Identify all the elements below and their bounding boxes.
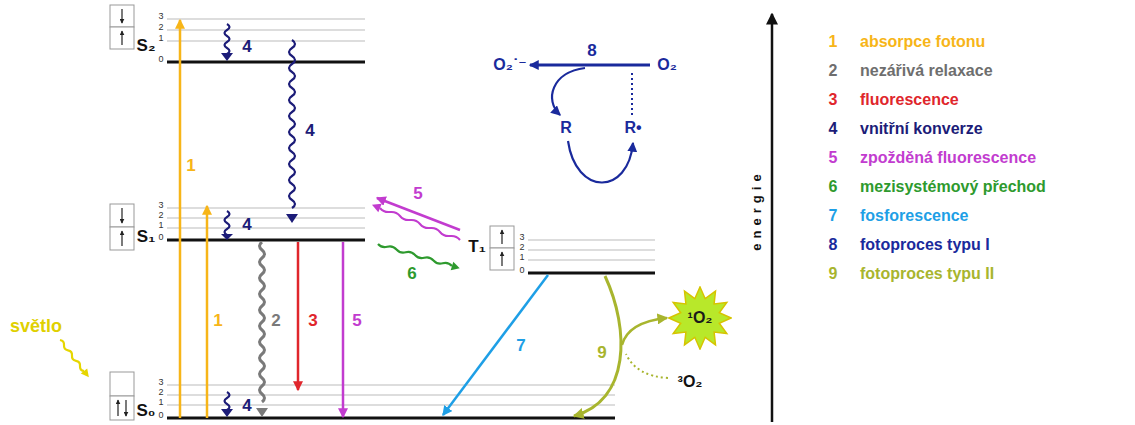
callout-number: 4 — [242, 397, 251, 414]
legend-number: 8 — [829, 236, 838, 253]
legend-swatch: 1 — [829, 34, 838, 50]
level-number: 2 — [158, 211, 163, 220]
legend-text: fluorescence — [860, 92, 959, 108]
level-number: 0 — [158, 233, 163, 242]
legend-swatch: 4 — [829, 121, 838, 137]
legend-swatch: 9 — [829, 266, 838, 282]
molecule-label: O₂˙⁻ — [493, 57, 526, 73]
callout-number: 4 — [242, 38, 251, 55]
legend-swatch: 5 — [829, 150, 838, 166]
legend-text: fotoproces typu II — [860, 266, 994, 282]
radical-label: R• — [624, 120, 641, 136]
level-number: 1 — [158, 34, 163, 43]
level-number: 3 — [519, 233, 524, 242]
callout-number: 3 — [308, 312, 317, 329]
level-number: 1 — [519, 253, 524, 262]
level-number: 0 — [158, 411, 163, 420]
legend-text: nezářivá relaxace — [860, 63, 993, 79]
state-label: S₁ — [137, 228, 155, 245]
level-number: 0 — [519, 266, 524, 275]
legend-swatch: 6 — [829, 179, 838, 195]
legend-text: fotoproces typu I — [860, 237, 990, 253]
level-number: 3 — [158, 12, 163, 21]
axis-label: energie — [750, 169, 763, 250]
callout-number: 6 — [407, 265, 416, 282]
legend-number: 7 — [829, 207, 838, 224]
legend-number: 6 — [829, 178, 838, 195]
callout-number: 5 — [352, 312, 361, 329]
callout-number: 1 — [186, 157, 195, 174]
level-number: 2 — [158, 23, 163, 32]
level-number: 2 — [519, 243, 524, 252]
level-number: 2 — [158, 388, 163, 397]
callout-number: 4 — [305, 122, 314, 139]
level-number: 0 — [158, 55, 163, 64]
level-number: 1 — [158, 221, 163, 230]
legend-swatch: 2 — [829, 63, 838, 79]
legend-number: 2 — [829, 62, 838, 79]
radical-label: R — [560, 120, 572, 136]
callout-number: 4 — [242, 216, 251, 233]
callout-number: 2 — [271, 312, 280, 329]
molecule-label: ¹O₂ — [688, 310, 713, 326]
legend-swatch: 3 — [829, 92, 838, 108]
callout-number: 7 — [516, 337, 525, 354]
callout-number: 5 — [413, 185, 422, 202]
state-label: S₂ — [137, 37, 156, 54]
molecule-label: ³O₂ — [678, 374, 703, 390]
legend-swatch: 7 — [829, 208, 838, 224]
legend-text: vnitřní konverze — [860, 121, 983, 137]
legend-text: mezisystémový přechod — [860, 179, 1046, 195]
legend-number: 3 — [829, 91, 838, 108]
callout-number: 1 — [213, 312, 222, 329]
legend-text: fosforescence — [860, 208, 969, 224]
legend-text: absorpce fotonu — [860, 34, 985, 50]
legend-number: 9 — [829, 265, 838, 282]
legend-number: 1 — [829, 33, 838, 50]
level-number: 1 — [158, 398, 163, 407]
legend-number: 4 — [829, 120, 838, 137]
legend-text: zpožděná fluorescence — [860, 150, 1036, 166]
molecule-label: O₂ — [657, 57, 677, 73]
level-number: 3 — [158, 201, 163, 210]
level-number: 3 — [158, 378, 163, 387]
callout-number: 9 — [597, 344, 606, 361]
singlet-oxygen-burst: ¹O₂ — [668, 286, 732, 350]
legend-number: 5 — [829, 149, 838, 166]
light-label: světlo — [10, 317, 62, 335]
legend-swatch: 8 — [829, 237, 838, 253]
state-label: S₀ — [136, 402, 155, 419]
state-label: T₁ — [468, 238, 485, 255]
callout-number: 8 — [587, 42, 596, 59]
